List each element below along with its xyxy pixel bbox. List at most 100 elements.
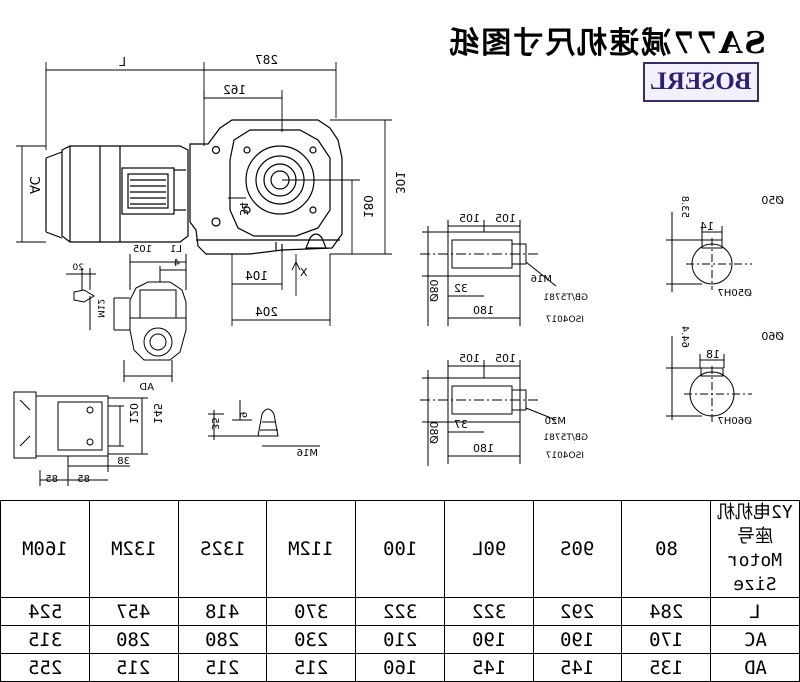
label-q60: Ø60 — [761, 330, 784, 343]
table-row-L: 524 457 418 370 322 322 292 284 L — [0, 597, 800, 626]
dim-204: 204 — [255, 305, 278, 319]
header-size-2: 90S — [532, 500, 623, 598]
dim-162: 162 — [223, 83, 246, 97]
table-row-AC: 315 280 280 230 210 190 190 170 AC — [0, 625, 800, 654]
row-label: AC — [710, 625, 800, 654]
table-cell: 210 — [355, 625, 445, 654]
dim-105e: 105 — [133, 244, 152, 255]
dim-104: 104 — [245, 269, 268, 283]
table-cell: 135 — [621, 653, 712, 682]
row-label: AD — [710, 653, 800, 682]
label-q50: Ø50 — [761, 194, 784, 207]
table-cell: 230 — [266, 625, 357, 654]
motor-size-table: 160M 132M 132S 112M 100 90L 90S 80 Y2电机机… — [0, 500, 800, 682]
brand-logo: BOSERL — [643, 62, 759, 102]
dim-180a: 180 — [473, 304, 494, 317]
table-cell: 160 — [355, 653, 445, 682]
dim-105d: 105 — [495, 352, 516, 365]
flange-view — [13, 391, 148, 486]
table-header-row: 160M 132M 132S 112M 100 90L 90S 80 Y2电机机… — [0, 500, 800, 598]
table-row-AD: 255 215 215 215 160 145 145 135 AD — [0, 653, 800, 682]
dim-20: 20 — [72, 263, 84, 273]
label-gb-1: GB/T5781 — [543, 293, 588, 303]
dim-120: 120 — [127, 403, 140, 424]
table-cell: 322 — [443, 597, 534, 626]
label-gb-2: GB/T5781 — [543, 433, 588, 443]
dim-38: 38 — [117, 456, 130, 467]
table-cell: 215 — [88, 653, 179, 682]
label-M16: M16 — [531, 274, 552, 285]
label-M12: M12 — [95, 299, 105, 318]
row-label: L — [710, 597, 800, 626]
shaft-view-m16 — [420, 220, 557, 326]
table-cell: 457 — [88, 597, 179, 626]
table-cell: 280 — [88, 625, 179, 654]
table-cell: 315 — [0, 625, 90, 654]
dim-32: 32 — [454, 282, 468, 295]
technical-drawing: L 287 162 AC 301 180 34 104 X 204 105 10… — [13, 53, 784, 486]
dim-105b: 105 — [495, 212, 516, 225]
dim-18: 18 — [706, 348, 720, 361]
table-cell: 170 — [621, 625, 712, 654]
label-L1: L1 — [170, 244, 182, 255]
table-cell: 284 — [621, 597, 712, 626]
dim-644: 64.4 — [679, 326, 690, 348]
dim-85b: 85 — [77, 474, 90, 485]
label-M16-bolt: M16 — [297, 448, 318, 459]
dim-80b: Ø80 — [427, 421, 440, 444]
table-cell: 145 — [443, 653, 534, 682]
dim-L: L — [119, 55, 126, 69]
shaft-view-m20 — [420, 360, 557, 466]
table-cell: 322 — [355, 597, 445, 626]
table-cell: 418 — [177, 597, 268, 626]
table-cell: 215 — [266, 653, 357, 682]
dim-287: 287 — [255, 53, 278, 67]
table-cell: 190 — [443, 625, 534, 654]
dim-538: 53.8 — [679, 196, 690, 218]
end-view-small — [66, 254, 187, 382]
label-q50h7: Ø50H7 — [718, 287, 752, 299]
dim-180b: 180 — [473, 442, 494, 455]
header-size-6: 132S — [177, 500, 268, 598]
dim-9: 9 — [237, 412, 248, 418]
dim-14: 14 — [700, 220, 714, 233]
drawing-sheet: SA77减速机尺寸图纸 BOSERL — [0, 26, 800, 682]
dim-105c: 105 — [459, 352, 480, 365]
bore-section-q50 — [666, 212, 752, 292]
header-size-8: 160M — [0, 500, 90, 598]
header-size-7: 132M — [88, 500, 179, 598]
table-cell: 215 — [177, 653, 268, 682]
dim-AC: AC — [26, 176, 41, 194]
dim-34: 34 — [237, 202, 250, 216]
dim-35: 35 — [209, 417, 220, 430]
gearmotor-side-view — [45, 119, 343, 255]
table-cell: 280 — [177, 625, 268, 654]
dim-4: 4 — [174, 258, 180, 269]
dim-85a: 85 — [45, 474, 58, 485]
header-size-1: 80 — [621, 500, 712, 598]
label-iso-1: ISO4017 — [546, 315, 584, 325]
dim-37: 37 — [454, 418, 468, 431]
dim-X: X — [300, 266, 308, 279]
label-q60h7: Ø60H7 — [718, 415, 752, 427]
table-cell: 524 — [0, 597, 90, 626]
label-M20: M20 — [545, 416, 566, 427]
dim-180: 180 — [361, 195, 375, 218]
main-dimensions — [16, 62, 392, 326]
table-cell: 145 — [532, 653, 623, 682]
table-cell: 292 — [532, 597, 623, 626]
bolt-detail — [208, 400, 320, 447]
bore-section-q60 — [666, 336, 752, 422]
header-size-4: 100 — [355, 500, 445, 598]
header-size-3: 90L — [443, 500, 534, 598]
dim-80a: Ø80 — [427, 279, 440, 302]
dim-AD: AD — [139, 382, 154, 393]
table-cell: 370 — [266, 597, 357, 626]
dim-301: 301 — [393, 171, 407, 194]
table-cell: 255 — [0, 653, 90, 682]
label-iso-2: ISO4017 — [546, 451, 584, 461]
dim-105a: 105 — [459, 212, 480, 225]
header-size-5: 112M — [266, 500, 357, 598]
dim-145: 145 — [151, 403, 164, 424]
